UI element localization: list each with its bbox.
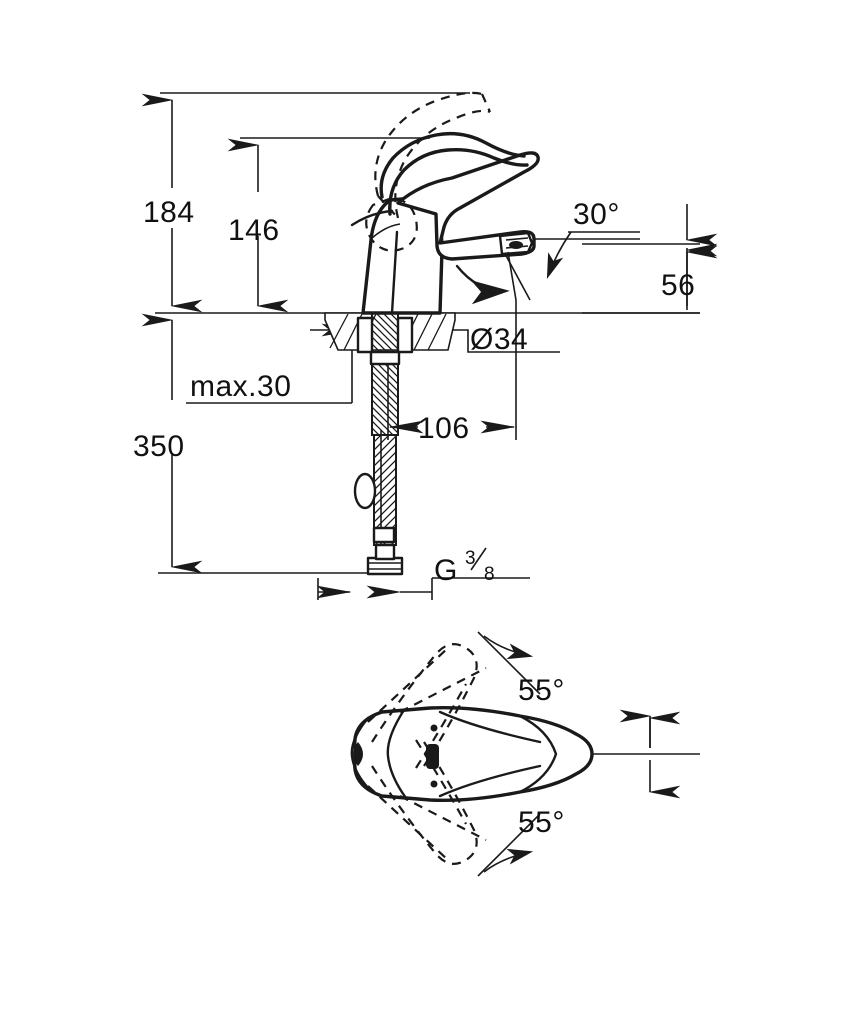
handle-position-up-dashed [367,643,487,769]
dimension-label-55-up: 55° [518,674,565,707]
faucet-plan-view: 55° 55° [350,631,700,877]
dimension-label-56: 56 [661,269,695,302]
dimension-spout-angle: 30° [496,198,640,301]
water-flow-arrow [455,264,510,305]
faucet-elevation-body [324,91,540,576]
dimension-label-106: 106 [418,412,470,445]
dimension-label-350: 350 [133,430,185,463]
thread-label-denominator: 8 [484,564,495,585]
dimension-spout-height: 146 [227,138,289,313]
thread-label-G: G [434,554,458,587]
dimension-56: 56 [582,204,718,314]
dimension-label-146: 146 [228,214,280,247]
thread-label-numerator: 3 [465,548,476,569]
dimension-overall-height: 184 [141,93,203,313]
dimension-tail-length: 350 [133,313,203,574]
dimension-label-max30: max.30 [190,370,291,403]
dimension-swivel-down: 55° [477,760,681,877]
dimension-thread-size: G 3 8 [316,547,530,600]
dimension-label-30deg: 30° [573,198,620,231]
dimension-hole-diameter: Ø34 [310,323,560,356]
dimension-swivel-up: 55° [477,631,681,748]
dimension-label-184: 184 [143,196,195,229]
handle-position-down-dashed [367,739,487,865]
dimension-label-55-down: 55° [518,806,565,839]
dimension-label-diameter34: Ø34 [470,323,528,356]
dimension-spout-reach: 106 [387,300,517,445]
